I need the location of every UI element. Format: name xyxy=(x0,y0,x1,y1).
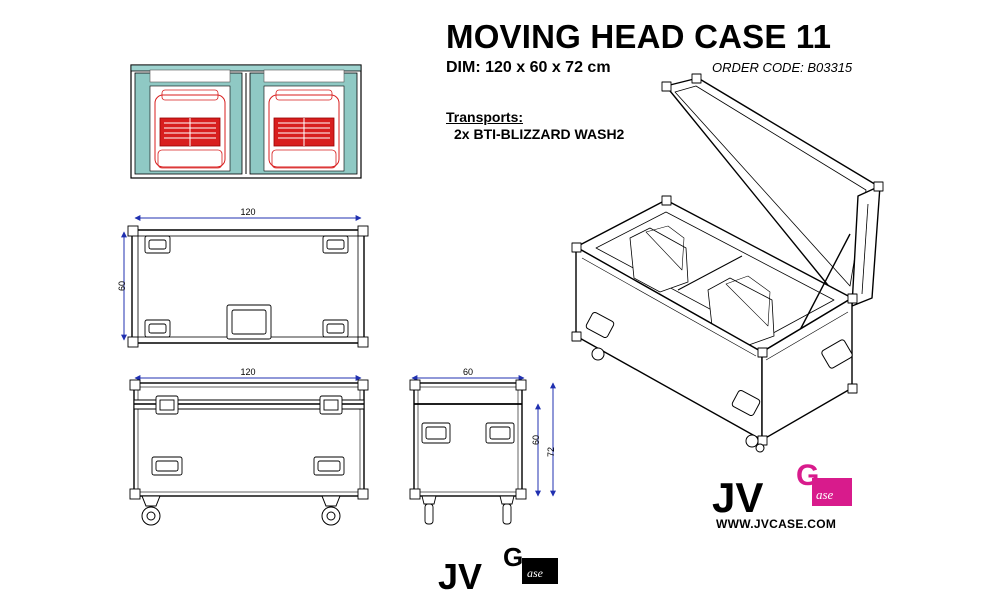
brand-url: WWW.JVCASE.COM xyxy=(716,517,837,531)
compartment-right xyxy=(249,69,358,175)
transports-label: Transports: xyxy=(446,109,524,125)
interior-top-view xyxy=(130,64,362,179)
transports-item: 2x BTI-BLIZZARD WASH2 xyxy=(454,126,625,142)
lid-top-view: 120 60 xyxy=(117,207,369,348)
dim-side-height-inner: 60 xyxy=(531,435,541,445)
dimensions-text: DIM: 120 x 60 x 72 cm xyxy=(446,59,611,76)
svg-text:G: G xyxy=(796,459,819,492)
dim-top-depth: 60 xyxy=(117,281,127,291)
front-view: 120 xyxy=(129,367,369,526)
product-title: MOVING HEAD CASE 11 xyxy=(446,18,832,55)
caster-wheels xyxy=(141,495,341,526)
dim-top-width: 120 xyxy=(240,207,255,217)
compartment-left xyxy=(134,69,243,175)
brand-case-word-small: ase xyxy=(527,566,544,580)
brand-logo-large: JV G ase xyxy=(712,459,852,521)
brand-case-word-large: ase xyxy=(816,487,834,502)
brand-logo-small: JV G ase xyxy=(438,542,558,597)
svg-text:G: G xyxy=(503,542,523,572)
brand-name-small: JV xyxy=(438,556,482,597)
dim-front-width: 120 xyxy=(240,367,255,377)
dim-side-depth: 60 xyxy=(463,367,473,377)
order-code: ORDER CODE: B03315 xyxy=(712,60,853,75)
isometric-case-drawing xyxy=(571,73,884,453)
dim-side-height-total: 72 xyxy=(546,447,556,457)
brand-name-large: JV xyxy=(712,474,763,521)
brand-case-box xyxy=(812,478,852,506)
side-view: 60 60 72 xyxy=(409,367,556,525)
